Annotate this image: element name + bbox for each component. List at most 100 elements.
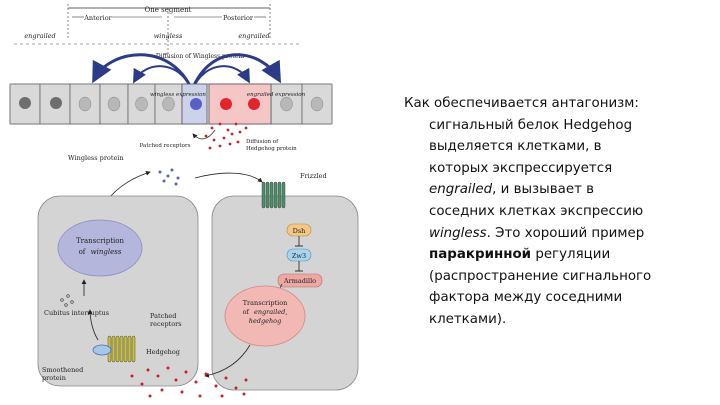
caption-line-3: выделяется клетками, в [429,139,602,155]
hedgehog-dot [238,130,242,134]
one-segment-label: One segment [145,6,192,14]
wingless-dot [162,179,166,183]
engrailed-right-label: engrailed [238,32,269,40]
cubitus-interruptus-dots [60,294,74,307]
diffusion-wingless-label: Diffusion of Wingless protein [156,53,244,60]
strip-cell-nucleus [162,96,175,112]
strip-cell-nucleus [78,96,92,112]
lower-right-cell: Dsh Zw3 Armadillo Transcription of engra… [204,181,359,391]
patched-receptor-icon [107,335,136,363]
hedgehog-protein-dots [130,366,248,398]
frizzled-label: Frizzled [300,172,327,180]
caption-text: Как обеспечивается антагонизм: сигнальны… [404,93,716,331]
hedgehog-dot [140,382,144,386]
wingless-dot [170,168,174,172]
hedgehog-dot [220,394,224,398]
hedgehog-dot [222,136,226,140]
coil-segment [269,181,274,209]
wingless-diffusion-arrows [92,53,281,91]
transcription-wingless-nucleus [57,219,143,277]
smoothened-protein-icon [92,344,112,356]
strip-cell-nucleus [135,96,148,112]
lower-left-cell: Transcription of wingless Cubitus interr… [37,195,199,387]
posterior-label: Posterior [223,14,254,22]
zw3-label: Zw3 [292,252,306,260]
hedgehog-label: Hedgehog [146,348,180,356]
transcription-wingless-label-2: of wingless [79,248,122,256]
hedgehog-dot [234,386,238,390]
hedgehog-dot [210,126,214,130]
hedgehog-dot [244,378,248,382]
epithelial-strip: wingless expression engrailed expression [9,83,333,125]
wingless-dot [174,182,178,186]
transcription-engrailed-label: Transcription [243,299,288,307]
engrailed-left-label: engrailed [24,32,55,40]
wingless-expression-label: wingless expression [150,92,206,98]
diffusion-hedgehog-label: Diffusion of Hedgehog protein [246,139,297,152]
hedgehog-dot [204,372,208,376]
coil-segment [265,181,270,209]
caption-line-4: которых экспрессируется [429,160,613,176]
segment-header: One segment Anterior Posterior engrailed… [14,4,300,60]
caption-line-1: Как обеспечивается антагонизм: [404,96,639,111]
caption-line-8: паракринной регуляции [429,247,611,263]
wingless-protein-label: Wingless protein [68,154,124,162]
caption-line-11: клетками). [429,311,507,327]
cubitus-interruptus-label: Cubitus interruptus [44,309,109,317]
hedgehog-diffusion-dots [204,122,248,150]
coil-segment [115,335,120,363]
hedgehog-dot [236,140,240,144]
wingless-header-label: wingless [154,32,183,40]
engrailed-term: engrailed [429,182,493,198]
strip-cell-nucleus [107,96,121,112]
nucleus-grey-2 [50,97,62,109]
wingless-term: wingless [429,225,487,241]
anterior-label: Anterior [83,14,112,22]
coil-segment [119,335,124,363]
nucleus-grey-1 [19,97,31,109]
hedgehog-dot [166,366,170,370]
segment-polarity-diagram: One segment Anterior Posterior engrailed… [9,4,359,398]
frizzled-receptor-icon [261,181,286,209]
engrailed-expression-label: engrailed expression [247,92,306,98]
transcription-engrailed-nucleus [224,285,306,347]
paracrine-term: паракринной [429,247,532,263]
hedgehog-dot [224,376,228,380]
hedgehog-dot [180,390,184,394]
caption-line-6: соседних клетках экспрессию [429,203,644,219]
transcription-engrailed-label-2: of engrailed, [243,308,288,316]
coil-segment [261,181,266,209]
transcription-hedgehog-label: hedgehog [249,317,281,325]
hedgehog-dot [212,138,216,142]
hedgehog-dot [228,142,232,146]
coil-segment [277,181,282,209]
hedgehog-dot [218,144,222,148]
engrailed-expressing-cell [208,83,272,125]
coil-segment [273,181,278,209]
armadillo-box [277,273,323,288]
wingless-protein-dots [158,168,180,186]
hedgehog-dot [198,394,202,398]
hedgehog-dot [160,388,164,392]
hedgehog-dot [208,146,212,150]
hedgehog-dot [244,126,248,130]
hedgehog-dot [130,374,134,378]
engrailed-nucleus-1 [220,98,232,110]
hedgehog-dot [194,380,198,384]
hedgehog-dot [148,394,152,398]
caption-line-5: engrailed, и вызывает в [429,182,595,198]
hedgehog-dot [234,122,238,126]
strip-cell-nucleus [310,96,324,112]
hedgehog-dot [242,392,246,396]
ci-dot [66,294,70,298]
ci-dot [70,300,74,304]
caption-line-7: wingless. Это хороший пример [429,225,645,241]
armadillo-label: Armadillo [283,277,316,285]
hedgehog-dot [214,384,218,388]
hedgehog-dot [156,374,160,378]
patched-receptors-top-label: Patched receptors [140,143,191,149]
caption-line-9: (распространение сигнального [429,268,652,284]
coil-segment [123,335,128,363]
strip-cell-nucleus [280,96,293,112]
wingless-dot [166,174,170,178]
